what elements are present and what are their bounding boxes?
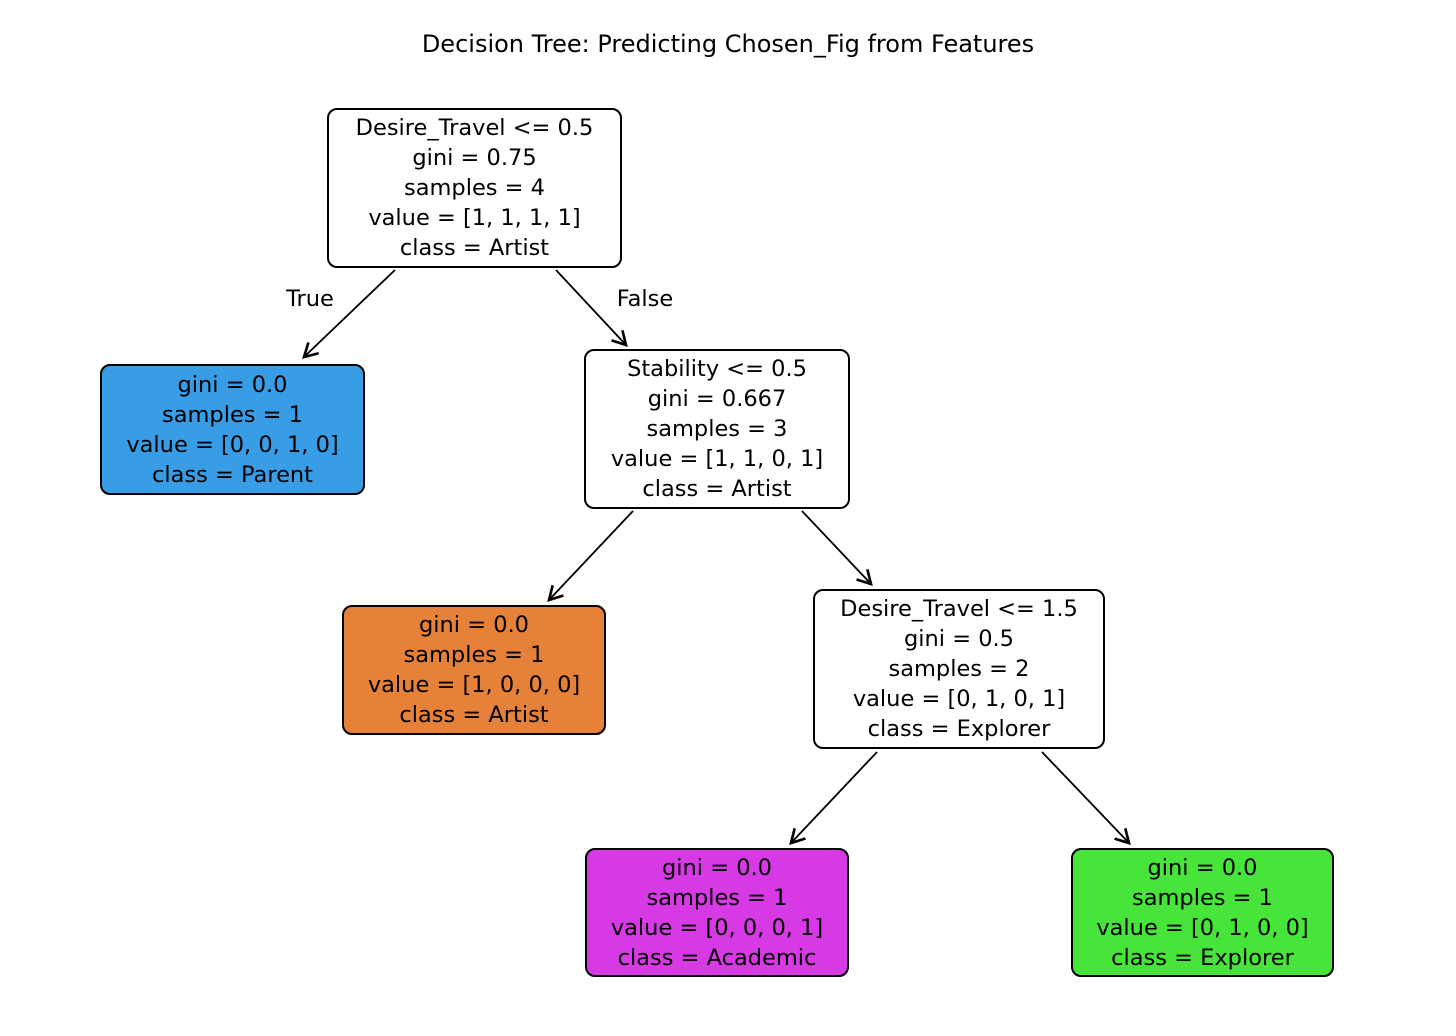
tree-leaf-parent: gini = 0.0 samples = 1 value = [0, 0, 1,… [100, 364, 365, 495]
node-samples: samples = 3 [646, 416, 788, 442]
figure-title: Decision Tree: Predicting Chosen_Fig fro… [421, 30, 1035, 58]
node-gini: gini = 0.0 [177, 371, 288, 398]
edge-travel2-to-academic [789, 751, 878, 845]
tree-node-desire-travel-2: Desire_Travel <= 1.5 gini = 0.5 samples … [813, 589, 1105, 749]
edge-label-false: False [616, 286, 674, 312]
node-class: class = Artist [399, 702, 549, 728]
node-samples: samples = 1 [403, 642, 545, 668]
node-gini: gini = 0.75 [412, 145, 537, 171]
edge-stability-to-travel2 [801, 510, 873, 586]
edge-travel2-to-explorer [1041, 751, 1131, 845]
node-gini: gini = 0.5 [904, 626, 1014, 652]
edge-root-to-parent [302, 269, 396, 359]
edge-stability-to-artist [547, 510, 634, 602]
node-samples: samples = 1 [162, 401, 303, 428]
tree-leaf-explorer: gini = 0.0 samples = 1 value = [0, 1, 0,… [1071, 848, 1334, 977]
node-gini: gini = 0.0 [662, 854, 772, 881]
tree-node-root: Desire_Travel <= 0.5 gini = 0.75 samples… [327, 108, 622, 268]
node-class: class = Artist [399, 235, 550, 261]
node-samples: samples = 4 [404, 175, 545, 201]
node-class: class = Artist [642, 476, 792, 502]
node-condition: Stability <= 0.5 [627, 356, 807, 382]
node-value: value = [1, 0, 0, 0] [367, 672, 581, 698]
tree-leaf-artist: gini = 0.0 samples = 1 value = [1, 0, 0,… [342, 605, 606, 735]
node-class: class = Academic [617, 944, 817, 971]
node-value: value = [0, 1, 0, 1] [852, 686, 1066, 712]
node-value: value = [1, 1, 1, 1] [368, 205, 581, 231]
node-value: value = [0, 0, 0, 1] [610, 914, 824, 941]
node-value: value = [0, 1, 0, 0] [1096, 914, 1309, 941]
node-value: value = [1, 1, 0, 1] [610, 446, 824, 472]
node-samples: samples = 1 [1132, 884, 1273, 911]
node-samples: samples = 2 [888, 656, 1030, 682]
node-class: class = Explorer [867, 716, 1051, 742]
tree-leaf-academic: gini = 0.0 samples = 1 value = [0, 0, 0,… [585, 848, 849, 977]
node-gini: gini = 0.0 [1147, 854, 1258, 881]
node-value: value = [0, 0, 1, 0] [126, 431, 339, 458]
node-class: class = Parent [151, 461, 314, 488]
node-gini: gini = 0.0 [419, 612, 529, 638]
tree-node-stability: Stability <= 0.5 gini = 0.667 samples = … [584, 349, 850, 509]
node-gini: gini = 0.667 [647, 386, 787, 412]
edge-label-true: True [286, 286, 334, 312]
node-condition: Desire_Travel <= 1.5 [840, 596, 1078, 622]
node-class: class = Explorer [1111, 944, 1294, 971]
node-condition: Desire_Travel <= 0.5 [355, 115, 594, 141]
node-samples: samples = 1 [646, 884, 788, 911]
edge-root-to-stability [555, 269, 628, 347]
